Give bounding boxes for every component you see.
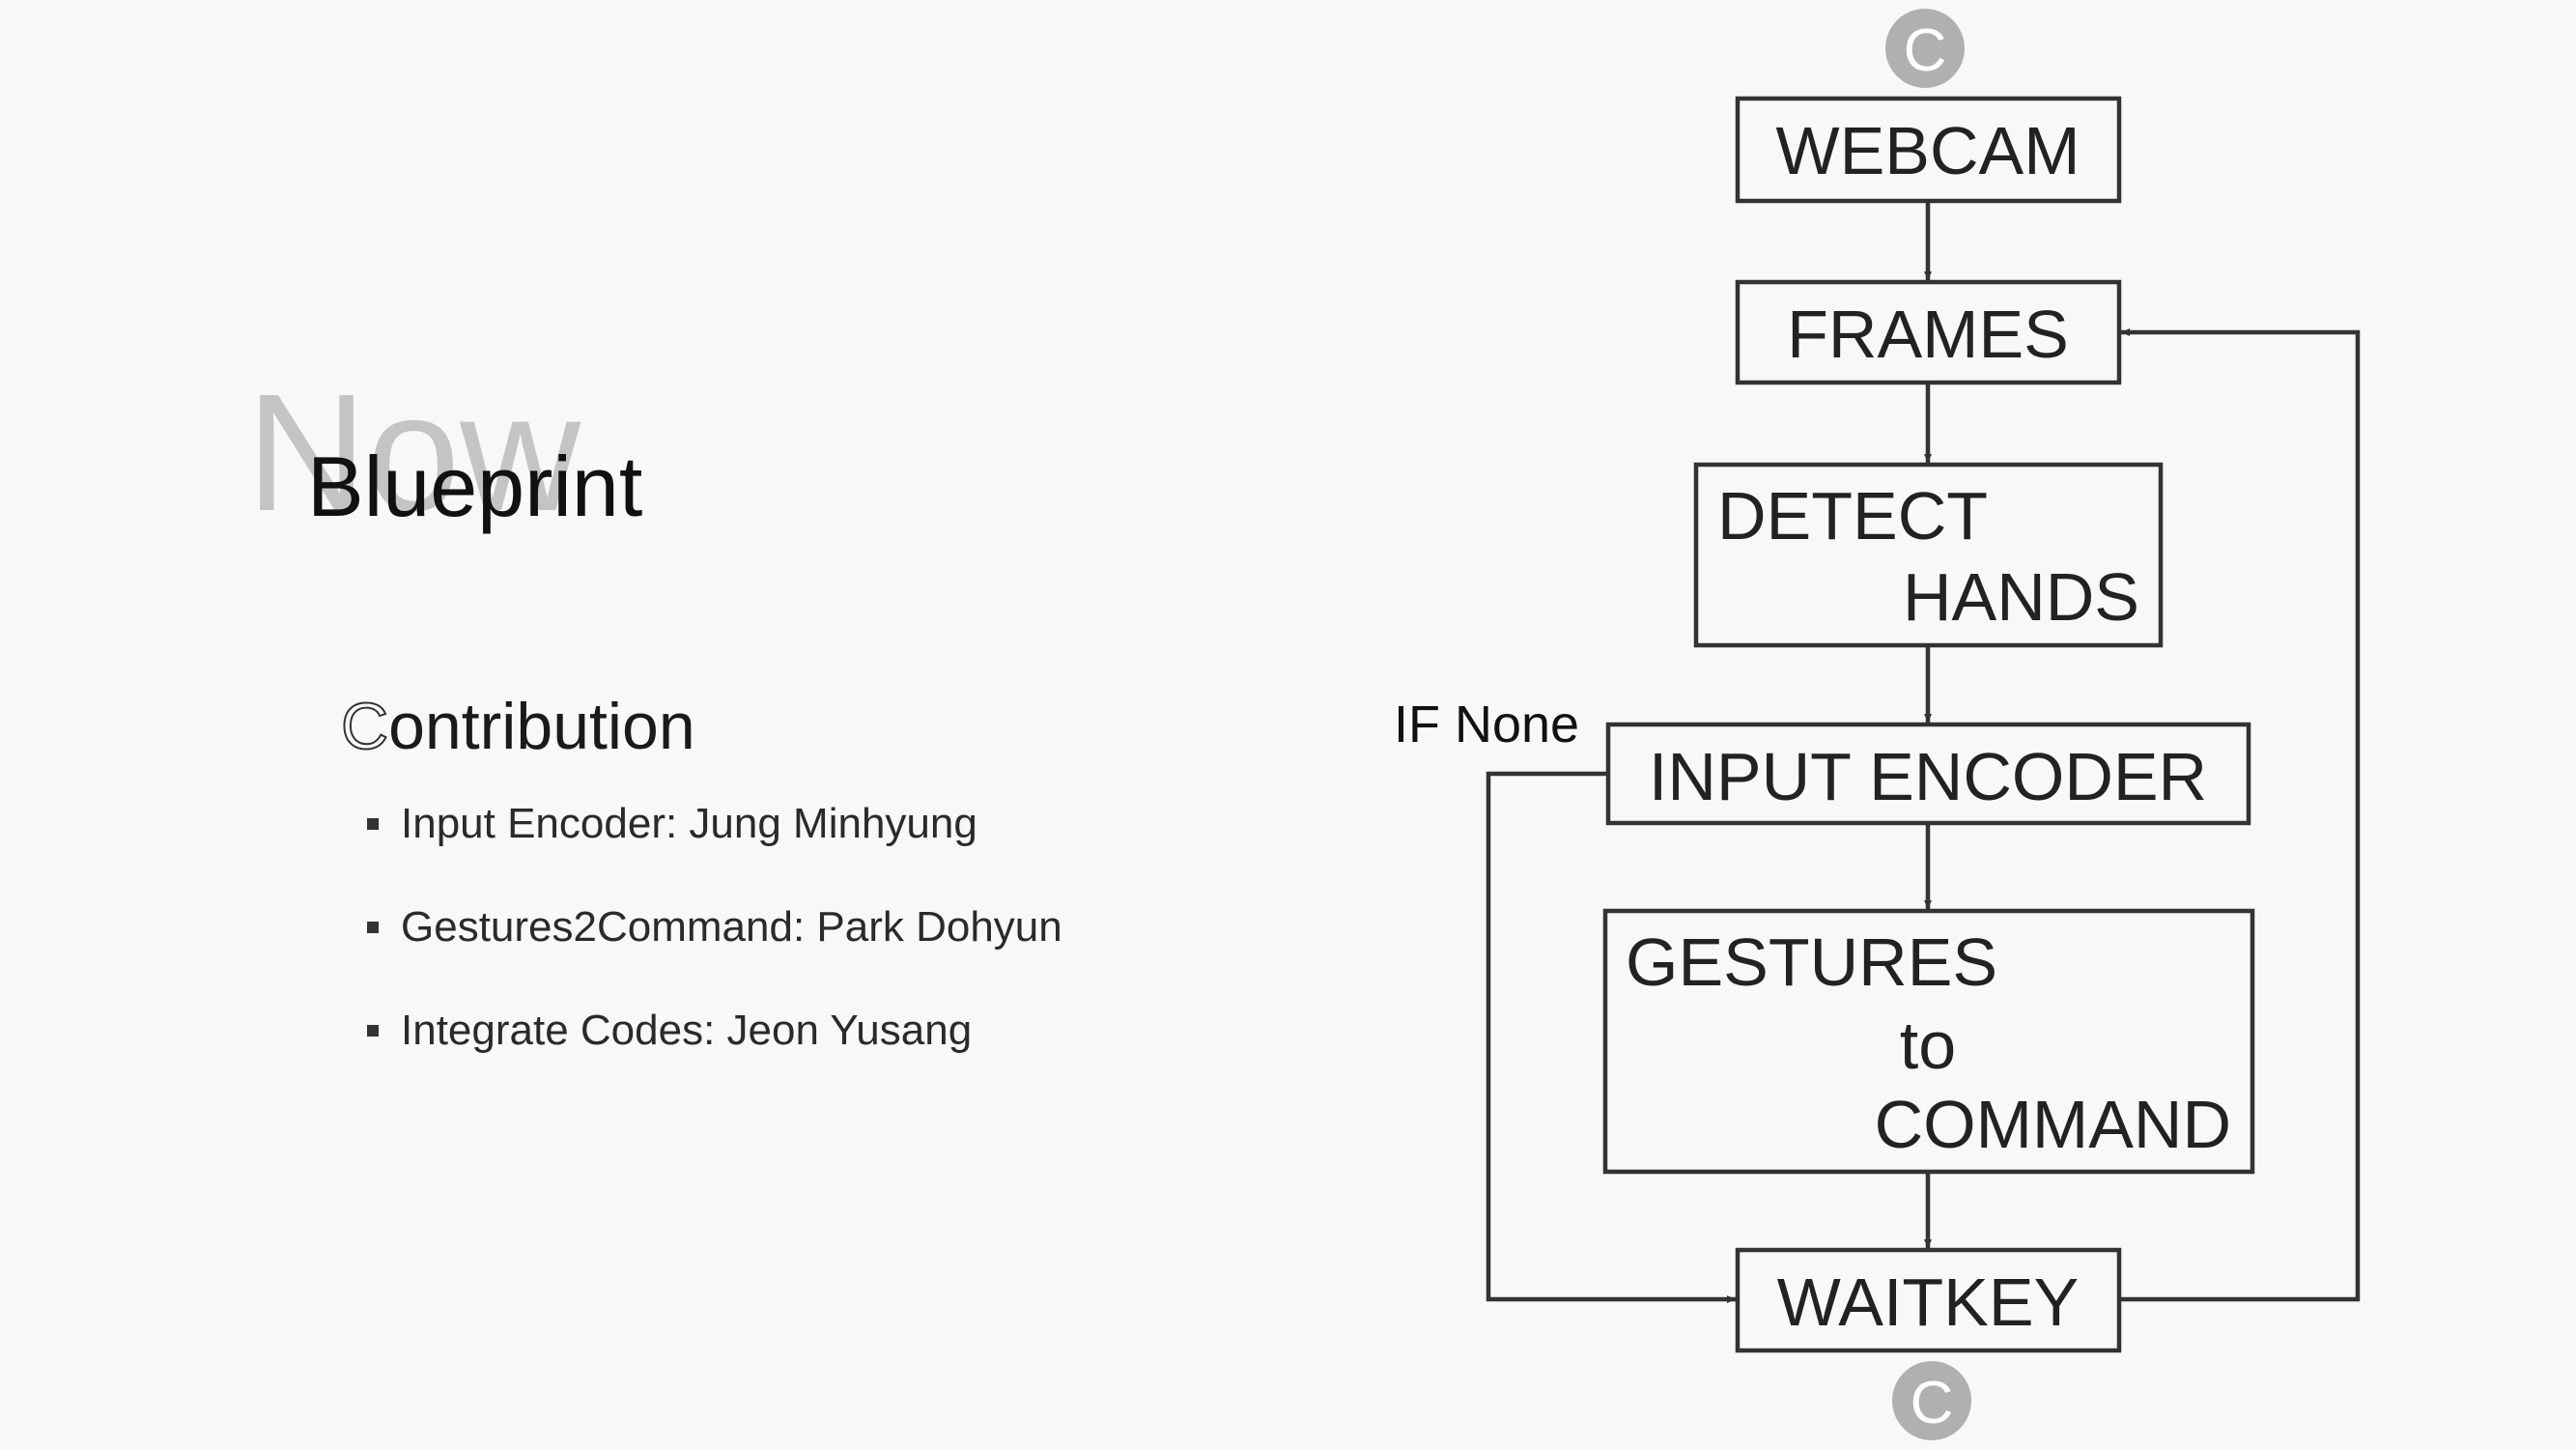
node-input-encoder-label: INPUT ENCODER: [1649, 739, 2207, 814]
node-waitkey: WAITKEY: [1735, 1247, 2122, 1353]
contribution-heading: Contribution: [340, 693, 695, 760]
ghost-title: Now: [246, 358, 581, 546]
connector-top-label: C: [1904, 17, 1947, 84]
contribution-list: Input Encoder: Jung Minhyung Gestures2Co…: [365, 792, 1062, 1102]
contribution-heading-initial: C: [340, 690, 389, 763]
slide-title: Blueprint: [307, 439, 643, 534]
node-webcam-label: WEBCAM: [1776, 113, 2081, 188]
connector-bottom-circle: [1892, 1361, 1971, 1440]
node-waitkey-label: WAITKEY: [1777, 1264, 2079, 1340]
node-gestures-to-command: GESTURES to COMMAND: [1602, 908, 2255, 1175]
edge-if-none: [1486, 771, 1736, 1303]
node-detect-hands: DETECT HANDS: [1693, 462, 2164, 648]
contribution-item: Integrate Codes: Jeon Yusang: [365, 999, 1062, 1102]
node-webcam: WEBCAM: [1735, 96, 2122, 204]
connector-top-circle: [1885, 9, 1965, 88]
edge-label-if-none: IF None: [1394, 696, 1579, 753]
node-detect-hands-label-line1: DETECT: [1717, 478, 1988, 554]
node-detect-hands-label-line2: HANDS: [1903, 559, 2139, 635]
node-input-encoder: INPUT ENCODER: [1605, 722, 2251, 826]
contribution-heading-rest: ontribution: [388, 690, 695, 763]
connector-bottom: C: [1892, 1361, 1971, 1440]
contribution-item: Gestures2Command: Park Dohyun: [365, 895, 1062, 999]
edge-waitkey-frames-loop: [2119, 328, 2361, 1302]
node-gestures-label-line1: GESTURES: [1626, 924, 1997, 1000]
node-frames: FRAMES: [1735, 279, 2122, 385]
connector-bottom-label: C: [1911, 1370, 1954, 1436]
contribution-item: Input Encoder: Jung Minhyung: [365, 792, 1062, 895]
connector-top: C: [1885, 9, 1965, 88]
node-frames-label: FRAMES: [1787, 297, 2069, 372]
node-gestures-label-line2: to: [1900, 1008, 1956, 1083]
node-gestures-label-line3: COMMAND: [1875, 1087, 2231, 1162]
